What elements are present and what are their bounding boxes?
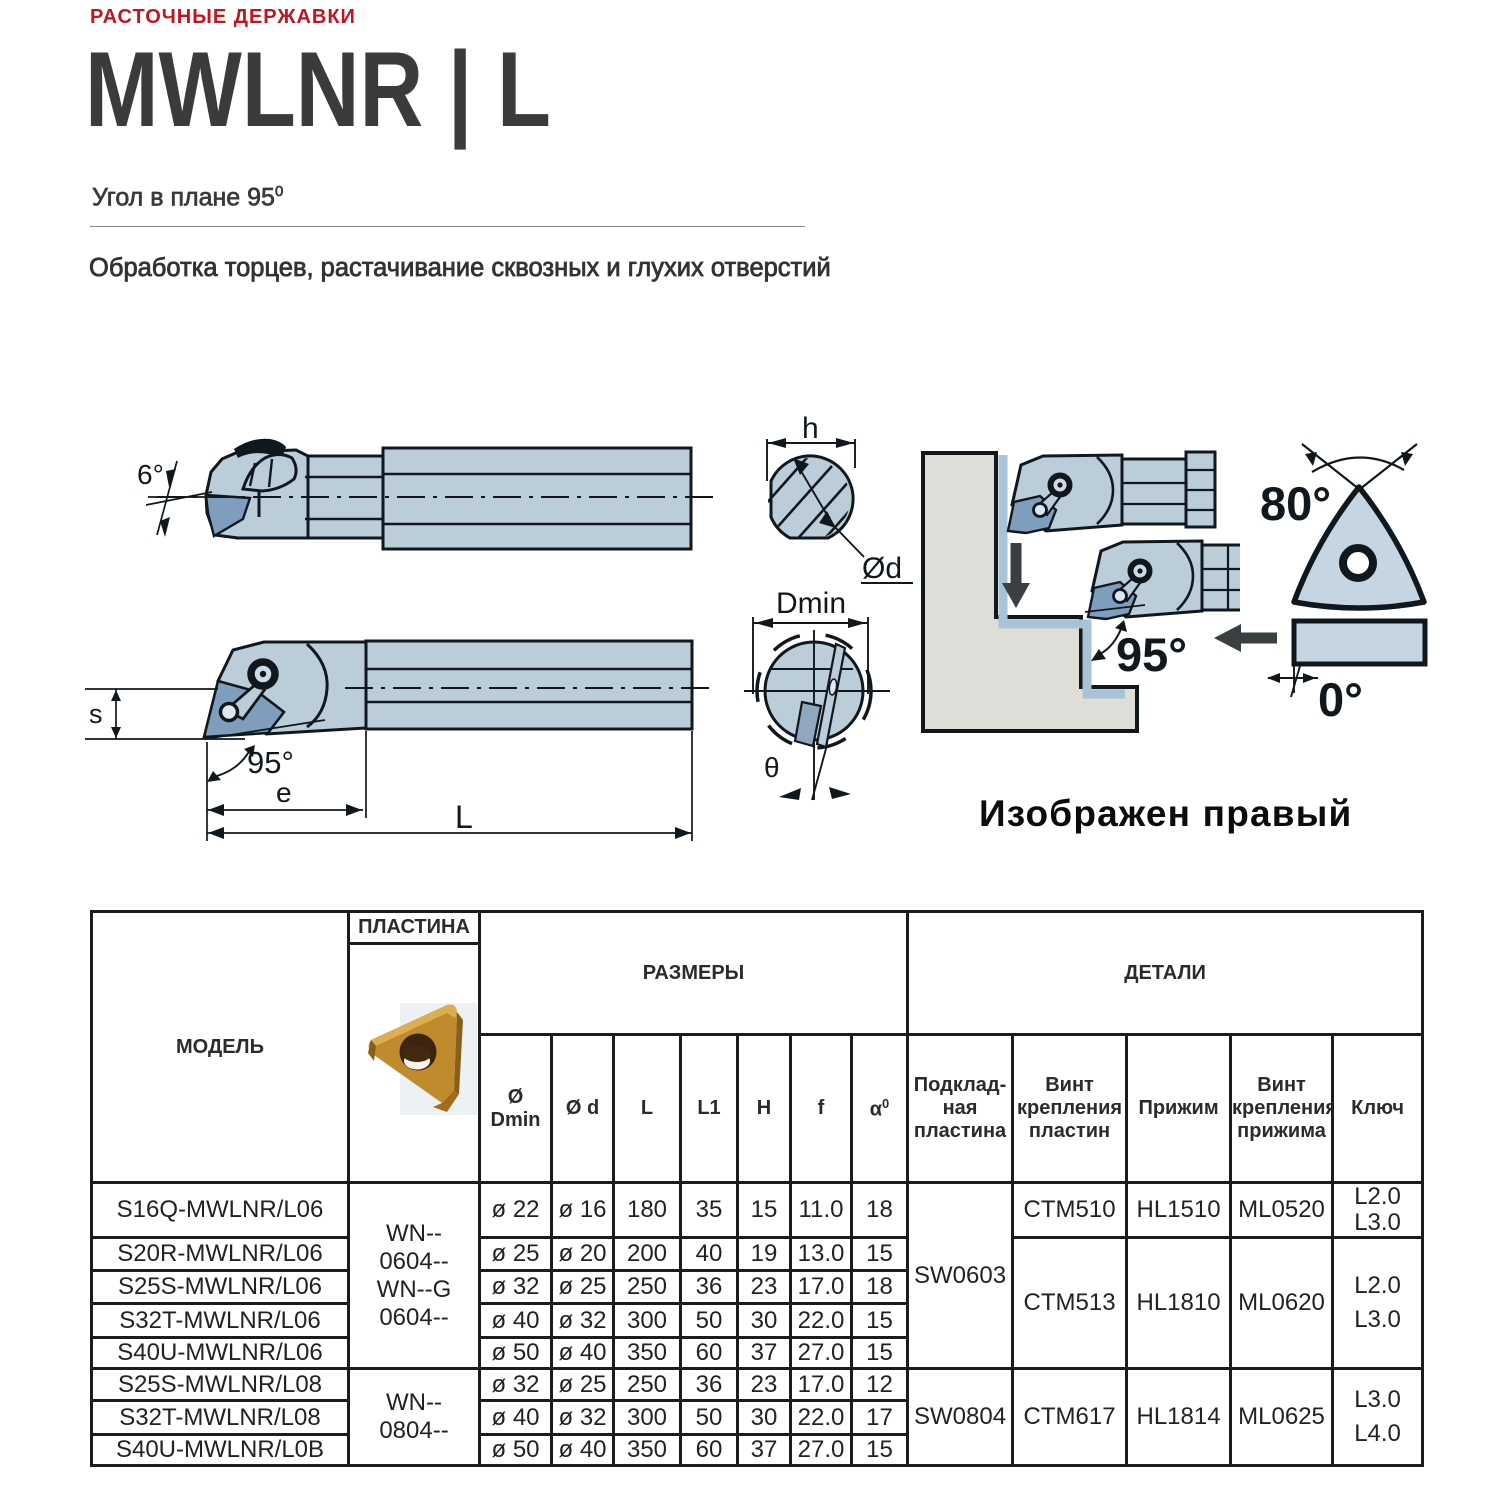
svg-text:h: h	[802, 412, 819, 445]
svg-text:95°: 95°	[1116, 628, 1187, 681]
svg-text:0°: 0°	[1318, 673, 1363, 726]
svg-text:95°: 95°	[247, 745, 294, 780]
svg-text:L: L	[455, 799, 473, 835]
svg-text:e: e	[276, 777, 292, 808]
svg-text:θ: θ	[764, 752, 780, 783]
svg-text:Dmin: Dmin	[776, 587, 846, 620]
svg-text:s: s	[89, 699, 103, 729]
svg-text:Изображен правый: Изображен правый	[979, 793, 1352, 834]
svg-text:Ød: Ød	[862, 552, 902, 585]
svg-text:80°: 80°	[1260, 477, 1331, 530]
svg-text:6°: 6°	[137, 459, 164, 490]
